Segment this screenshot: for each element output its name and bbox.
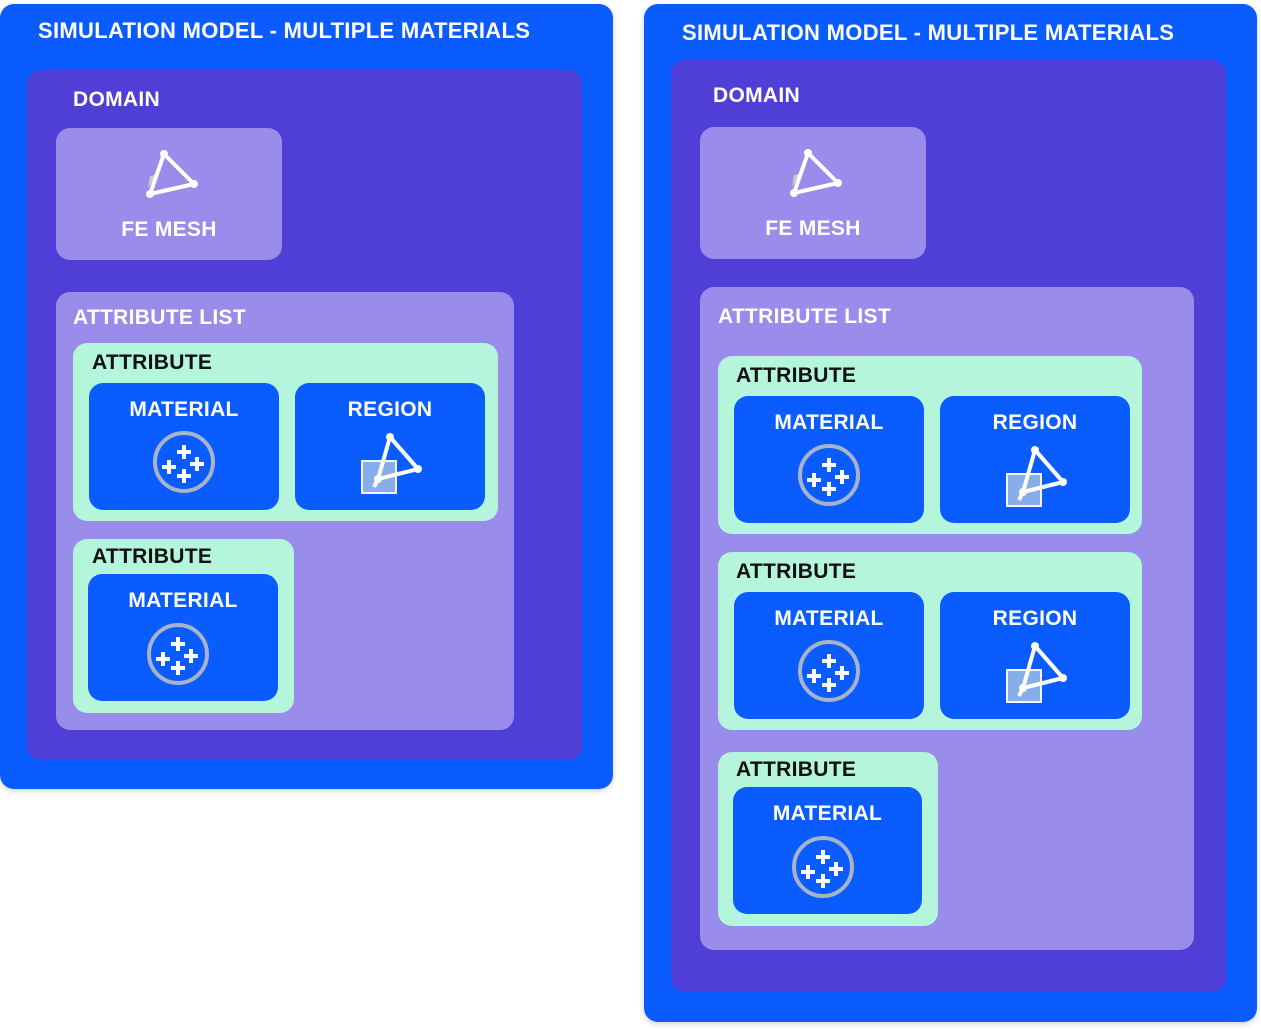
material-label: MATERIAL <box>128 589 238 612</box>
attribute-box: ATTRIBUTE MATERIAL <box>718 752 938 926</box>
model-title: SIMULATION MODEL - MULTIPLE MATERIALS <box>38 18 531 43</box>
attribute-label: ATTRIBUTE <box>736 364 857 387</box>
fe-mesh-label: FE MESH <box>121 218 217 241</box>
material-particles-icon <box>798 444 860 506</box>
attribute-label: ATTRIBUTE <box>92 545 213 568</box>
attribute-label: ATTRIBUTE <box>92 351 213 374</box>
material-particles-icon <box>792 836 854 898</box>
region-box: REGION <box>940 592 1130 719</box>
material-label: MATERIAL <box>129 398 239 421</box>
fe-mesh-label: FE MESH <box>765 217 861 240</box>
material-particles-icon <box>153 431 215 493</box>
attribute-box: ATTRIBUTE MATERIAL <box>73 539 294 713</box>
region-triangle-icon <box>1005 642 1067 704</box>
region-label: REGION <box>992 607 1078 630</box>
attribute-box: ATTRIBUTE MATERIAL REGION <box>718 356 1142 534</box>
material-particles-icon <box>798 640 860 702</box>
fe-mesh-box: FE MESH <box>700 127 926 259</box>
attribute-list-label: ATTRIBUTE LIST <box>718 305 891 328</box>
attribute-box: ATTRIBUTE MATERIAL REGION <box>718 552 1142 730</box>
material-box: MATERIAL <box>89 383 279 510</box>
domain-box: DOMAIN FE MESH ATTRIBUTE LIST ATTRIBUTE … <box>671 60 1226 992</box>
material-label: MATERIAL <box>774 607 884 630</box>
material-label: MATERIAL <box>774 411 884 434</box>
attribute-label: ATTRIBUTE <box>736 758 857 781</box>
attribute-label: ATTRIBUTE <box>736 560 857 583</box>
domain-box: DOMAIN FE MESH ATTRIBUTE LIST ATTRIBUTE … <box>27 70 582 760</box>
model-title: SIMULATION MODEL - MULTIPLE MATERIALS <box>682 20 1175 45</box>
material-box: MATERIAL <box>88 574 278 701</box>
material-box: MATERIAL <box>733 787 922 914</box>
region-box: REGION <box>295 383 485 510</box>
attribute-box: ATTRIBUTE MATERIAL REGION <box>73 343 498 521</box>
triangle-mesh-icon <box>144 150 198 200</box>
simulation-model-right: SIMULATION MODEL - MULTIPLE MATERIALS DO… <box>644 4 1257 1022</box>
attribute-list-box: ATTRIBUTE LIST ATTRIBUTE MATERIAL REGION… <box>700 287 1194 950</box>
material-label: MATERIAL <box>772 802 883 825</box>
region-label: REGION <box>992 411 1078 434</box>
region-triangle-icon <box>1005 446 1067 508</box>
simulation-model-left: SIMULATION MODEL - MULTIPLE MATERIALS DO… <box>0 4 613 789</box>
domain-label: DOMAIN <box>713 84 800 107</box>
material-box: MATERIAL <box>734 592 924 719</box>
attribute-list-label: ATTRIBUTE LIST <box>73 306 246 329</box>
material-particles-icon <box>147 623 209 685</box>
material-box: MATERIAL <box>734 396 924 523</box>
region-label: REGION <box>347 398 433 421</box>
triangle-mesh-icon <box>788 149 842 199</box>
region-box: REGION <box>940 396 1130 523</box>
fe-mesh-box: FE MESH <box>56 128 282 260</box>
region-triangle-icon <box>360 433 422 495</box>
attribute-list-box: ATTRIBUTE LIST ATTRIBUTE MATERIAL REGION… <box>56 292 514 730</box>
domain-label: DOMAIN <box>73 88 160 111</box>
